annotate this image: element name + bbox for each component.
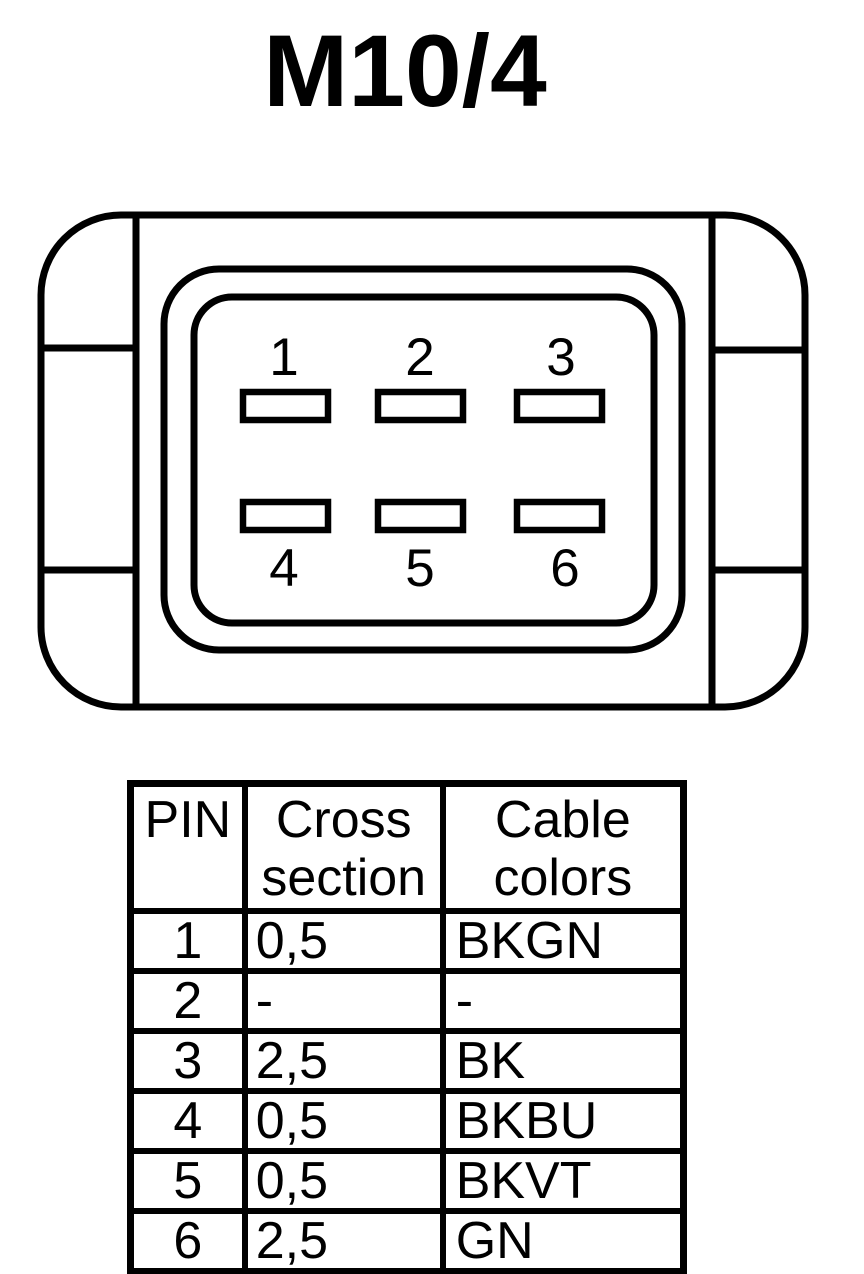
cross-section: - <box>241 968 446 1035</box>
table-row: 5 0,5 BKVT <box>127 1148 687 1215</box>
pin-number: 3 <box>127 1028 248 1095</box>
table-row: 2 - - <box>127 968 687 1035</box>
table-row: 6 2,5 GN <box>127 1208 687 1274</box>
pin-1-slot <box>239 388 332 424</box>
pin-table: PIN Cross section Cable colors 1 0,5 BKG… <box>127 780 687 1274</box>
cable-color: - <box>439 968 687 1035</box>
table-row: 4 0,5 BKBU <box>127 1088 687 1155</box>
pin-5-slot <box>374 498 467 534</box>
header-pin: PIN <box>127 780 248 915</box>
cable-color: GN <box>439 1208 687 1274</box>
connector-middle-wall <box>160 265 686 654</box>
header-cross-section: Cross section <box>241 780 446 915</box>
pin-number: 1 <box>127 908 248 975</box>
connector-outer-body <box>37 211 809 711</box>
cross-section: 0,5 <box>241 1088 446 1155</box>
pin-2-slot <box>374 388 467 424</box>
cross-section: 0,5 <box>241 1148 446 1215</box>
pin-5-label: 5 <box>405 539 434 598</box>
cross-section: 0,5 <box>241 908 446 975</box>
table-header-row: PIN Cross section Cable colors <box>127 780 687 915</box>
page-title: M10/4 <box>263 14 547 128</box>
cable-color: BKGN <box>439 908 687 975</box>
pin-3-label: 3 <box>546 328 575 387</box>
pin-3-slot <box>513 388 606 424</box>
connector-diagram: 1 2 3 4 5 6 <box>37 211 809 711</box>
pin-4-label: 4 <box>269 539 298 598</box>
table-row: 1 0,5 BKGN <box>127 908 687 975</box>
pin-number: 5 <box>127 1148 248 1215</box>
cross-section: 2,5 <box>241 1208 446 1274</box>
cable-color: BKBU <box>439 1088 687 1155</box>
pin-2-label: 2 <box>405 328 434 387</box>
cross-section: 2,5 <box>241 1028 446 1095</box>
pin-number: 6 <box>127 1208 248 1274</box>
pin-4-slot <box>239 498 332 534</box>
pin-6-slot <box>513 498 606 534</box>
pin-1-label: 1 <box>269 328 298 387</box>
pin-number: 2 <box>127 968 248 1035</box>
connector-inner-cavity <box>190 293 658 627</box>
cable-color: BK <box>439 1028 687 1095</box>
header-cable-colors: Cable colors <box>439 780 687 915</box>
pin-number: 4 <box>127 1088 248 1155</box>
cable-color: BKVT <box>439 1148 687 1215</box>
table-row: 3 2,5 BK <box>127 1028 687 1095</box>
pin-6-label: 6 <box>550 539 579 598</box>
